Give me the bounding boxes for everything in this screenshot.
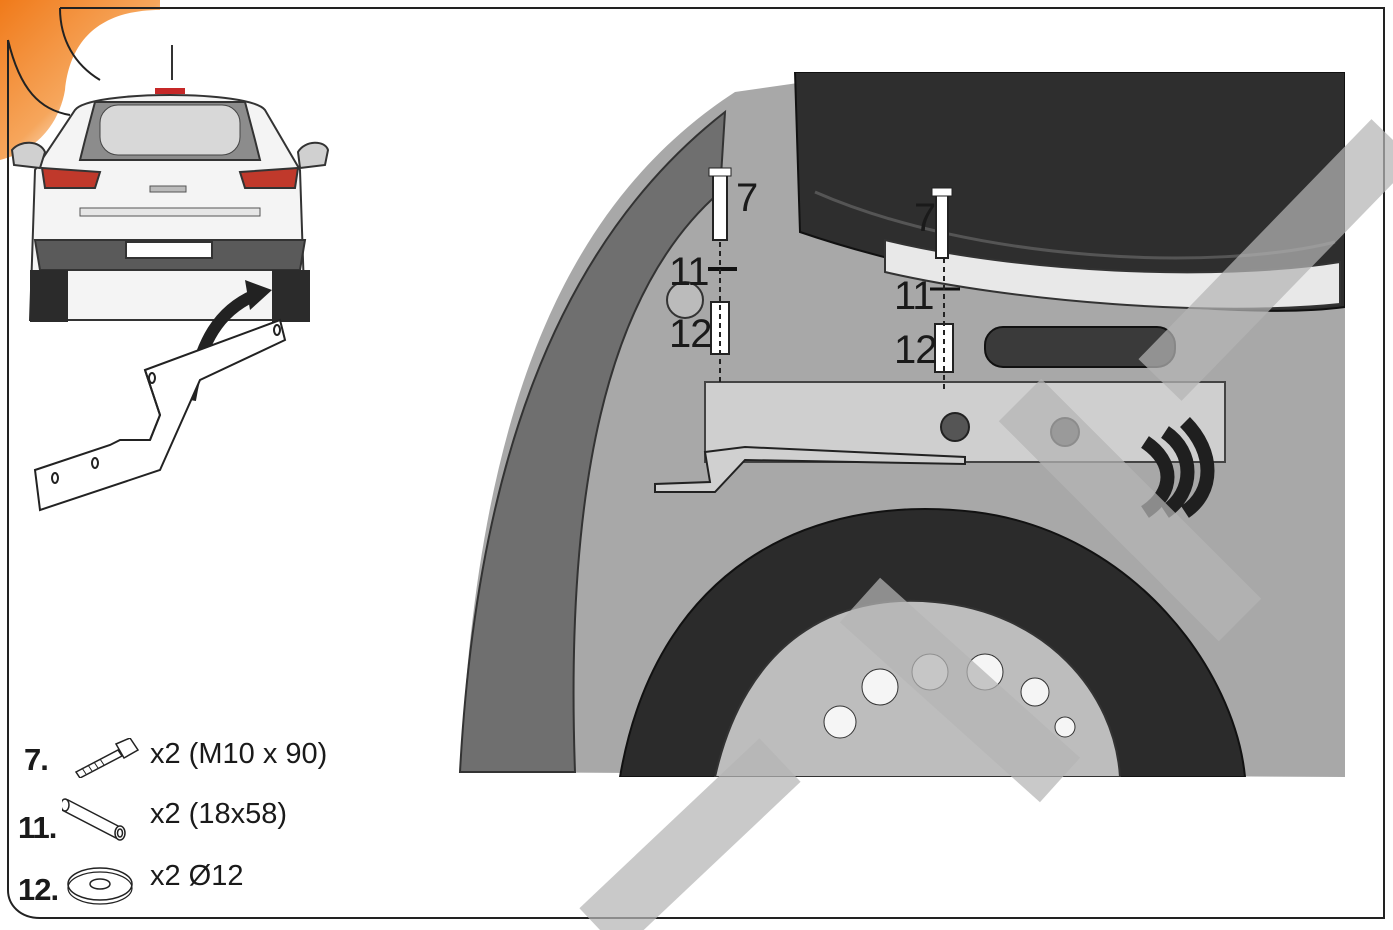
part-quantity: x2 Ø12 (150, 860, 244, 892)
part-row-washer: 12. x2 Ø12 (0, 854, 420, 914)
callout-spacer-left: 11 (669, 250, 710, 294)
washer-icon (67, 867, 133, 905)
part-number: 7. (24, 742, 49, 777)
spacer-tube-icon (62, 798, 126, 841)
parts-list: 7. x2 (M10 x 90) 11. x2 (18x58) 12. (0, 720, 420, 920)
part-number: 11. (18, 810, 57, 845)
callout-washer-left: 12 (669, 312, 712, 356)
part-quantity: x2 (M10 x 90) (150, 738, 328, 770)
callout-bolt-left: 7 (736, 176, 758, 220)
callout-spacer-right: 11 (894, 274, 935, 318)
part-row-spacer: 11. x2 (18x58) (0, 792, 420, 852)
part-quantity: x2 (18x58) (150, 798, 288, 830)
part-row-bolt: 7. x2 (M10 x 90) (0, 732, 420, 792)
callout-washer-right: 12 (894, 328, 937, 372)
part-number: 12. (18, 872, 59, 907)
bolt-icon (74, 738, 140, 778)
car-rear-view-illustration (10, 45, 330, 512)
callout-bolt-right: 7 (914, 196, 936, 240)
